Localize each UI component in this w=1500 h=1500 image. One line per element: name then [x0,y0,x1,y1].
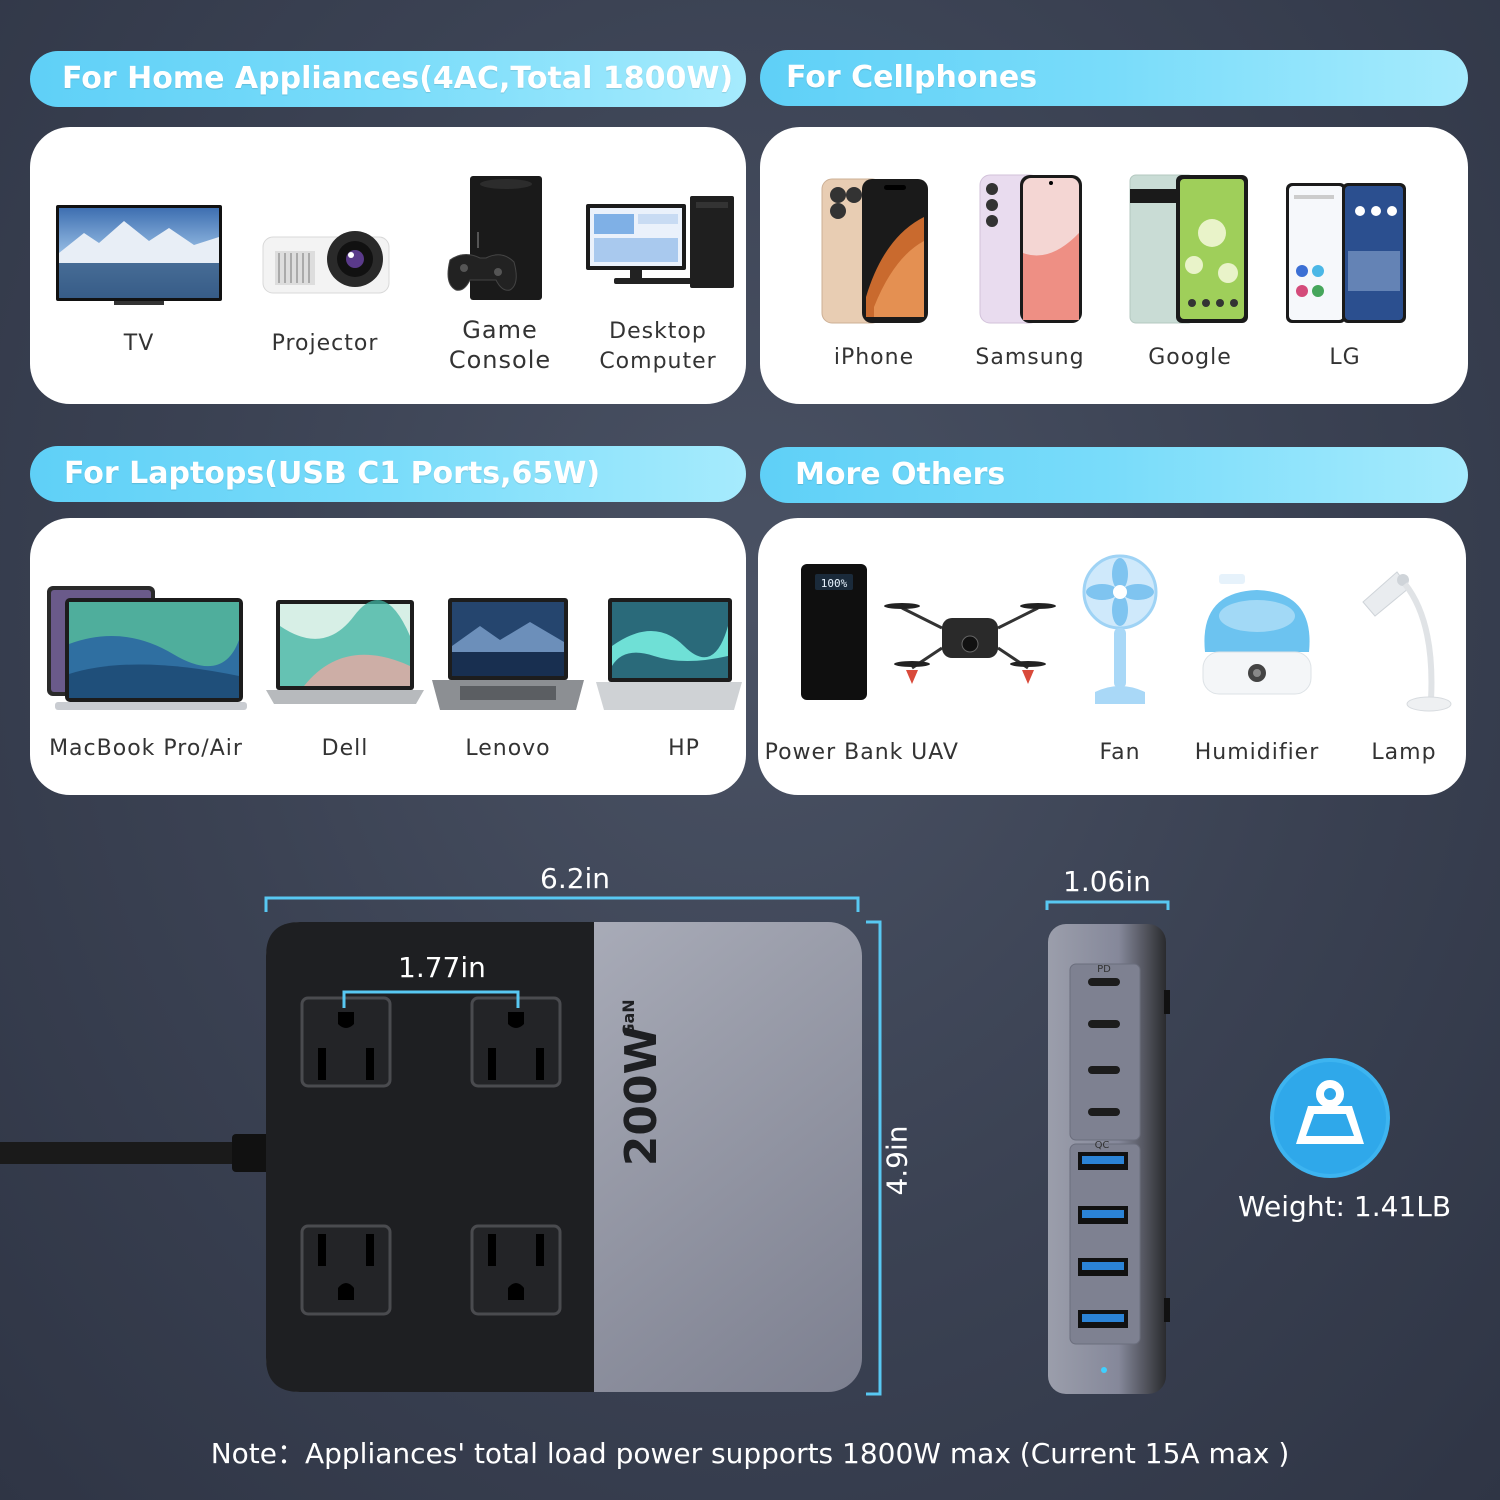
power-bank-screen: 100% [821,577,848,590]
desktop-computer-label: Desktop Computer [599,319,717,374]
power-bank-label: Power Bank [764,740,904,765]
weight-label: Weight: 1.41LB [1238,1190,1452,1223]
indicator-light [1101,1367,1107,1373]
samsung-item: Samsung [960,173,1100,377]
macbook-label: MacBook Pro/Air [49,736,243,761]
fan-label: Fan [1099,740,1141,765]
tv-icon [56,205,222,305]
google-item: Google [1120,173,1260,377]
lamp-icon [1362,571,1452,712]
game-console-label: Game Console [448,316,552,374]
uav-item: UAV [880,588,1060,778]
usb-a-port [1078,1152,1128,1170]
product-side-view: PD QC [1045,900,1170,1394]
lg-item: LG [1270,181,1420,377]
cellphones-banner: For Cellphones [760,50,1468,106]
hp-label: HP [668,736,700,761]
width-dimension-line [264,896,860,912]
uav-icon [884,603,1056,684]
dell-icon [266,600,424,704]
cellphones-card: iPhone Samsung Google [760,127,1468,404]
game-console-item: Game Console [420,172,580,382]
lg-icon [1286,183,1406,323]
usb-c-port [1088,1066,1120,1074]
usb-a-port [1078,1310,1128,1328]
depth-label: 1.06in [1063,865,1151,898]
humidifier-icon [1202,574,1312,695]
lenovo-label: Lenovo [465,736,551,761]
samsung-icon [979,174,1082,324]
ac-outlet [300,1224,392,1316]
power-bank-item: 100% Power Bank [764,562,904,777]
ac-outlet [300,996,392,1088]
height-label: 4.9in [880,1125,914,1196]
humidifier-label: Humidifier [1194,740,1320,765]
pd-label: PD [1097,964,1111,975]
hp-icon [596,598,742,710]
projector-item: Projector [245,197,405,377]
lg-label: LG [1329,345,1361,370]
samsung-label: Samsung [975,345,1085,370]
height-dimension-line [866,920,882,1396]
lamp-label: Lamp [1371,740,1437,765]
usb-a-port [1078,1258,1128,1276]
iphone-icon [821,178,928,324]
power-bank-icon: 100% [801,564,867,700]
laptops-banner: For Laptops(USB C1 Ports,65W) [30,446,746,502]
usb-a-port [1078,1206,1128,1224]
ac-outlet [470,996,562,1088]
desktop-computer-icon [586,196,734,288]
hp-item: HP [592,596,746,776]
tv-item: TV [44,197,234,377]
lamp-item: Lamp [1334,562,1474,777]
more-others-banner: More Others [760,447,1468,503]
dell-item: Dell [260,596,430,776]
outlet-spacing-label: 1.77in [398,951,486,984]
usb-c-port [1088,1108,1120,1116]
usb-c-port [1088,978,1120,986]
iphone-item: iPhone [804,177,944,377]
product-front-view: 200W GaN [0,896,882,1396]
usb-c-port [1088,1020,1120,1028]
iphone-label: iPhone [833,345,915,370]
lenovo-icon [432,598,584,710]
tv-label: TV [123,331,155,356]
power-cable [0,1142,240,1164]
uav-label: UAV [911,740,959,765]
desktop-computer-item: Desktop Computer [578,192,738,382]
more-others-card: 100% Power Bank UAV Fan [758,518,1466,795]
macbook-item: MacBook Pro/Air [36,584,256,774]
note-text: Note：Appliances' total load power suppor… [210,1437,1290,1470]
width-label: 6.2in [540,862,611,895]
depth-dimension-line [1045,900,1170,910]
ac-outlet [470,1224,562,1316]
home-appliances-banner: For Home Appliances(4AC,Total 1800W) [30,51,746,107]
gan-text: GaN [619,999,638,1036]
macbook-icon [47,586,247,710]
qc-label: QC [1095,1140,1110,1151]
fan-icon [1082,554,1158,704]
home-appliances-card: TV Projector Game Console [30,127,746,404]
power-rating-text: 200W [616,1026,667,1166]
outlet-spacing-line [342,990,520,1008]
projector-label: Projector [271,331,379,356]
google-label: Google [1148,345,1232,370]
projector-icon [262,231,390,294]
humidifier-item: Humidifier [1182,572,1332,777]
dell-label: Dell [321,736,369,761]
weight-icon [1270,1058,1390,1178]
google-icon [1129,174,1248,324]
lenovo-item: Lenovo [428,596,588,776]
fan-item: Fan [1058,552,1182,777]
game-console-icon [447,176,542,300]
laptops-card: MacBook Pro/Air Dell Lenovo [30,518,746,795]
